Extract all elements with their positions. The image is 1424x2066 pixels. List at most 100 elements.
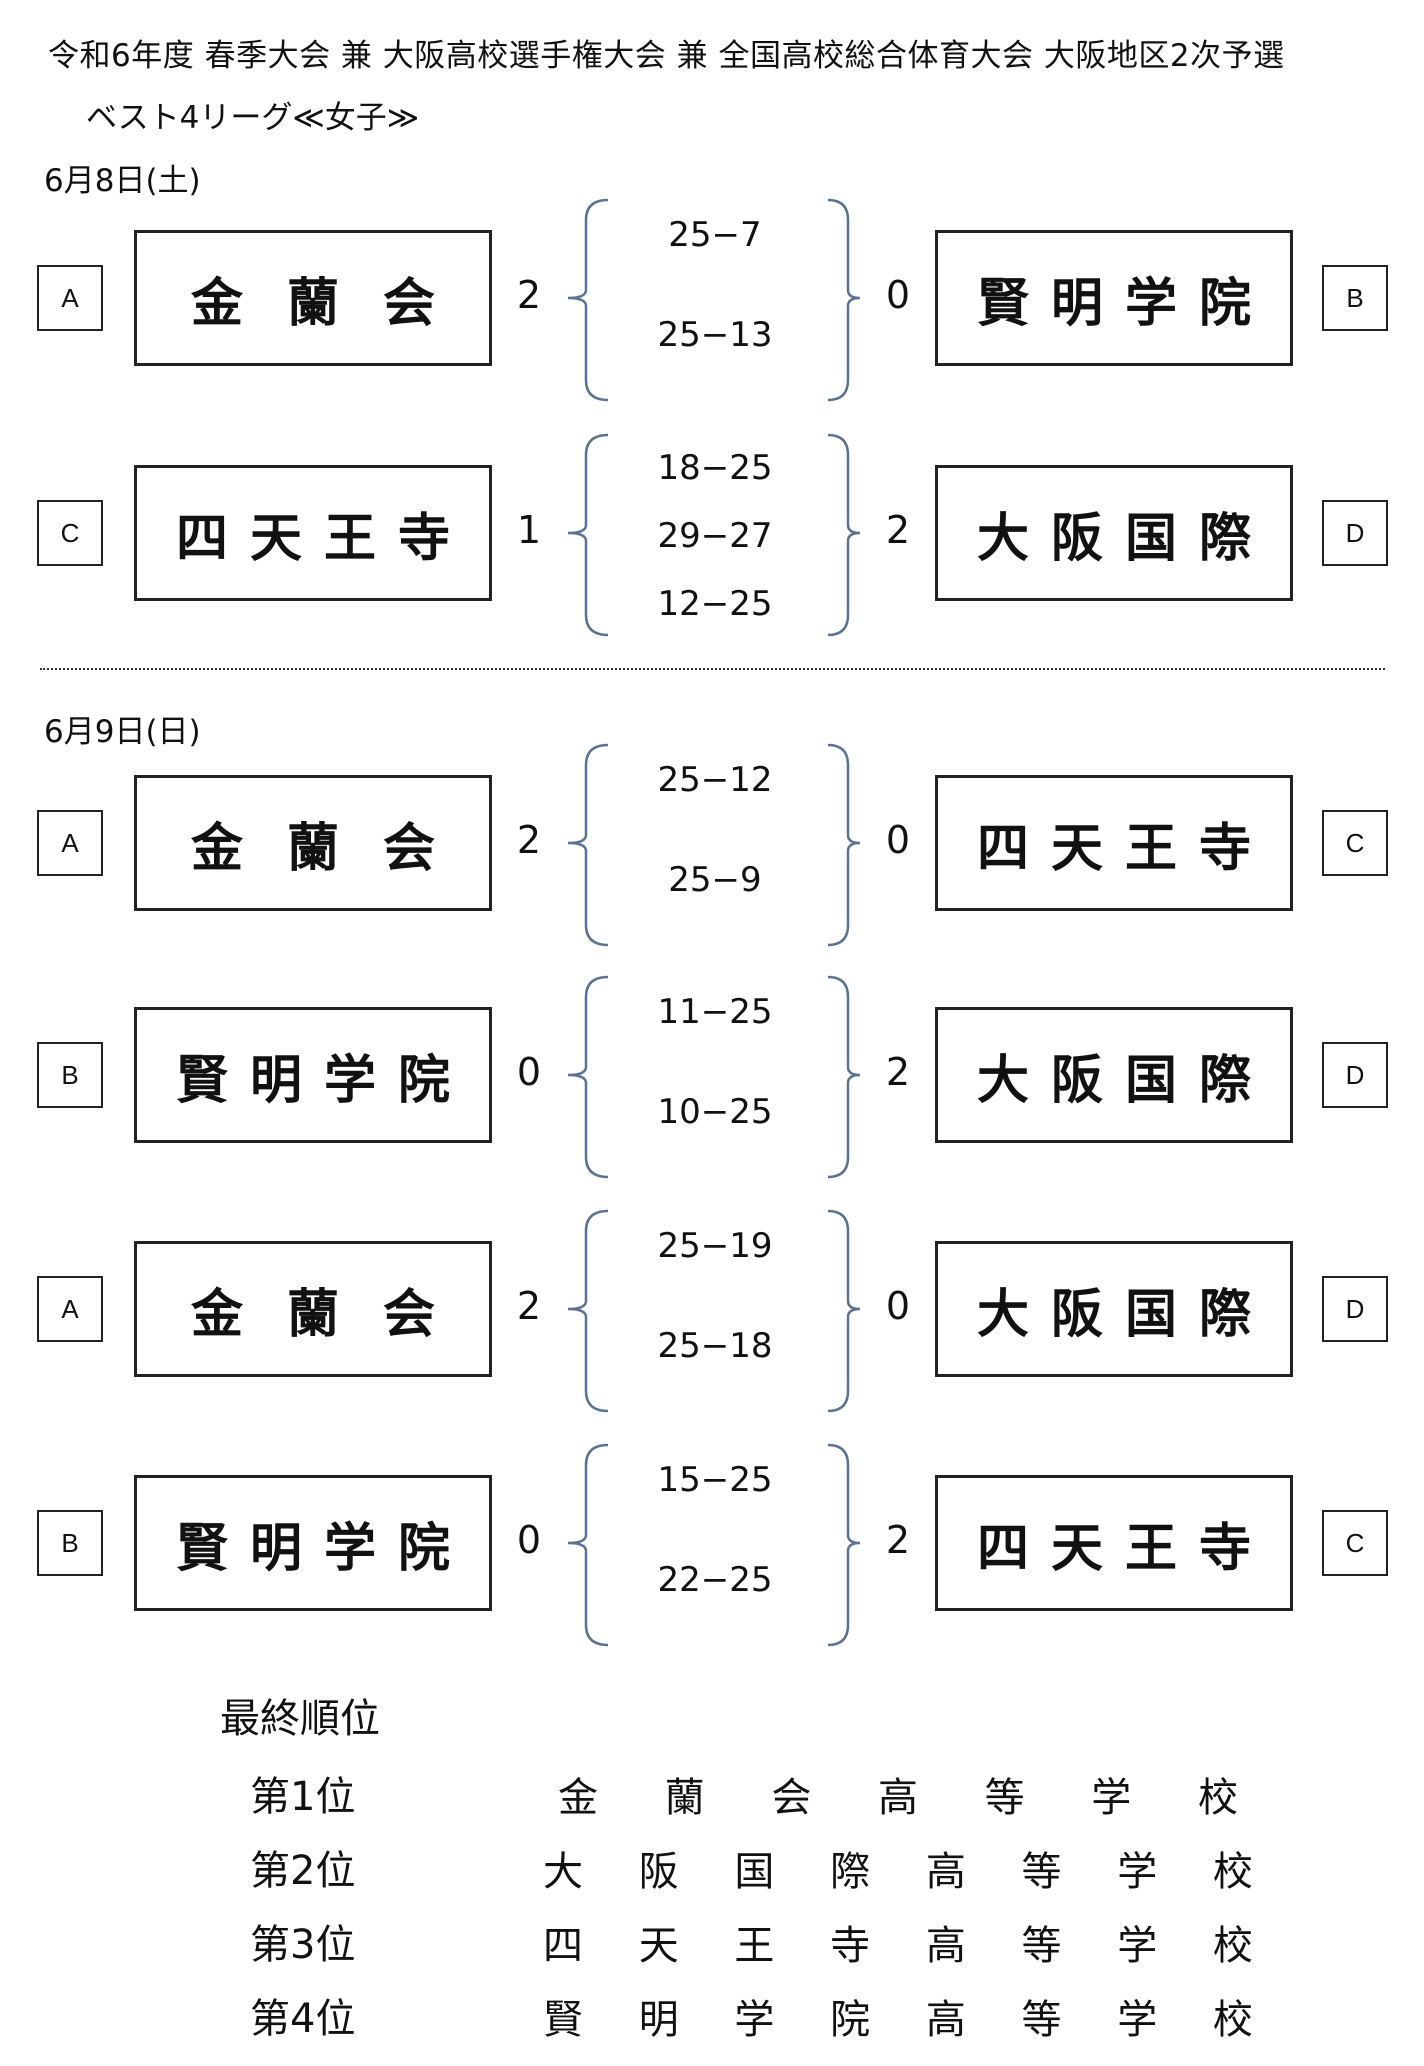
school-name-char: 学 — [734, 1997, 775, 2043]
right-team-letter: C — [1322, 810, 1388, 876]
right-team-name: 大阪国際 — [935, 1007, 1293, 1143]
right-sets-won: 2 — [885, 1518, 911, 1562]
right-team-letter: C — [1322, 1510, 1388, 1576]
left-sets-won: 0 — [516, 1050, 542, 1094]
day2-date: 6月9日(日) — [44, 714, 201, 750]
game-score: 22−25 — [657, 1560, 773, 1600]
day1-date: 6月8日(土) — [44, 163, 201, 199]
match-row: B 賢明学院 0 11−25 10−25 2 大阪国際 D — [0, 972, 1424, 1182]
school-name-char: 国 — [734, 1849, 775, 1895]
school-name-char: 蘭 — [664, 1775, 705, 1821]
school-name-char: 金 — [558, 1775, 598, 1821]
game-score: 25−19 — [657, 1226, 773, 1266]
score-bracket — [567, 433, 860, 637]
score-bracket — [567, 975, 860, 1179]
school-name-char: 明 — [638, 1997, 679, 2043]
ranking-row: 第4位賢明学院高等学校 — [0, 1986, 1424, 2046]
left-team-letter: B — [37, 1042, 103, 1108]
ranking-row: 第3位四天王寺高等学校 — [0, 1912, 1424, 1972]
left-sets-won: 0 — [516, 1518, 542, 1562]
right-team-letter: D — [1322, 1042, 1388, 1108]
left-team-letter: A — [37, 265, 103, 331]
right-brace — [827, 743, 860, 947]
game-score: 15−25 — [657, 1460, 773, 1500]
game-score: 25−7 — [668, 215, 762, 255]
right-team-name: 賢明学院 — [935, 230, 1293, 366]
game-score: 12−25 — [657, 584, 773, 624]
ranking-title: 最終順位 — [220, 1696, 380, 1742]
right-sets-won: 0 — [885, 273, 911, 317]
right-team-name: 四天王寺 — [935, 775, 1293, 911]
game-score: 18−25 — [657, 448, 773, 488]
left-team-name: 四天王寺 — [134, 465, 492, 601]
game-score: 25−12 — [657, 760, 773, 800]
school-name-char: 賢 — [543, 1997, 583, 2043]
rank-school-name: 大阪国際高等学校 — [538, 1838, 1258, 1898]
school-name-char: 高 — [877, 1775, 918, 1821]
school-name-char: 等 — [1021, 1849, 1062, 1895]
school-name-char: 等 — [1021, 1923, 1062, 1969]
right-brace — [827, 975, 860, 1179]
game-score: 29−27 — [657, 516, 773, 556]
right-team-name: 大阪国際 — [935, 465, 1293, 601]
left-team-name: 賢明学院 — [134, 1475, 492, 1611]
school-name-char: 会 — [771, 1775, 812, 1821]
left-sets-won: 2 — [516, 818, 542, 862]
document-subtitle: ベスト4リーグ≪女子≫ — [86, 100, 420, 136]
game-score: 25−13 — [657, 315, 773, 355]
school-name-char: 院 — [830, 1997, 871, 2043]
left-team-name: 金蘭会 — [134, 1241, 492, 1377]
day-divider — [40, 668, 1385, 670]
left-brace — [567, 433, 609, 637]
school-name-char: 王 — [734, 1923, 775, 1969]
school-name-char: 校 — [1212, 1923, 1253, 1969]
left-team-letter: A — [37, 810, 103, 876]
right-sets-won: 2 — [885, 508, 911, 552]
school-name-char: 校 — [1212, 1849, 1253, 1895]
left-sets-won: 1 — [516, 508, 542, 552]
game-score: 11−25 — [657, 992, 773, 1032]
right-team-name: 大阪国際 — [935, 1241, 1293, 1377]
left-brace — [567, 743, 609, 947]
right-sets-won: 2 — [885, 1050, 911, 1094]
left-team-letter: B — [37, 1510, 103, 1576]
rank-position: 第3位 — [250, 1922, 356, 1968]
score-bracket — [567, 1443, 860, 1647]
score-bracket — [567, 743, 860, 947]
school-name-char: 阪 — [638, 1849, 679, 1895]
school-name-char: 天 — [638, 1923, 679, 1969]
school-name-char: 高 — [925, 1849, 966, 1895]
left-team-letter: C — [37, 500, 103, 566]
game-score: 10−25 — [657, 1092, 773, 1132]
school-name-char: 際 — [830, 1849, 871, 1895]
left-team-name: 賢明学院 — [134, 1007, 492, 1143]
school-name-char: 寺 — [830, 1923, 871, 1969]
school-name-char: 高 — [925, 1923, 966, 1969]
right-brace — [827, 1443, 860, 1647]
right-brace — [827, 433, 860, 637]
right-team-letter: B — [1322, 265, 1388, 331]
left-brace — [567, 975, 609, 1179]
school-name-char: 四 — [543, 1923, 583, 1969]
left-brace — [567, 198, 609, 402]
school-name-char: 学 — [1091, 1775, 1132, 1821]
left-team-letter: A — [37, 1276, 103, 1342]
rank-school-name: 賢明学院高等学校 — [538, 1986, 1258, 2046]
rank-position: 第2位 — [250, 1848, 356, 1894]
right-sets-won: 0 — [885, 1284, 911, 1328]
left-sets-won: 2 — [516, 1284, 542, 1328]
ranking-row: 第1位金蘭会高等学校 — [0, 1764, 1424, 1824]
rank-position: 第1位 — [250, 1774, 356, 1820]
right-sets-won: 0 — [885, 818, 911, 862]
left-brace — [567, 1209, 609, 1413]
left-team-name: 金蘭会 — [134, 230, 492, 366]
school-name-char: 等 — [984, 1775, 1025, 1821]
left-brace — [567, 1443, 609, 1647]
school-name-char: 等 — [1021, 1997, 1062, 2043]
ranking-row: 第2位大阪国際高等学校 — [0, 1838, 1424, 1898]
